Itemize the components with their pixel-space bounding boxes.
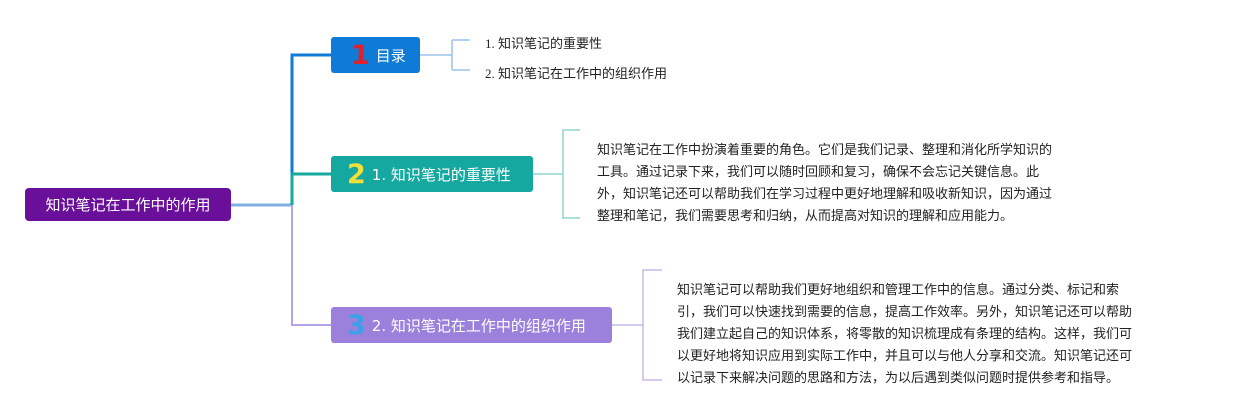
organization-line: 知识笔记可以帮助我们更好地组织和管理工作中的信息。通过分类、标记和索 bbox=[677, 283, 1120, 298]
organization-line: 引，我们可以快速找到需要的信息，提高工作效率。另外，知识笔记还可以帮助 bbox=[677, 305, 1133, 320]
importance-line: 整理和笔记，我们需要思考和归纳，从而提高对知识的理解和应用能力。 bbox=[597, 209, 1014, 224]
branch-importance[interactable]: 2 1. 知识笔记的重要性 bbox=[331, 156, 533, 192]
branch-1-connector bbox=[290, 53, 331, 205]
importance-paragraph[interactable]: 知识笔记在工作中扮演着重要的角色。它们是我们记录、整理和消化所学知识的 工具。通… bbox=[597, 140, 1107, 228]
branch-importance-label: 1. 知识笔记的重要性 bbox=[371, 165, 511, 184]
importance-line: 知识笔记在工作中扮演着重要的角色。它们是我们记录、整理和消化所学知识的 bbox=[597, 143, 1053, 158]
organization-line: 以更好地将知识应用到实际工作中，并且可以与他人分享和交流。知识笔记还可 bbox=[677, 349, 1133, 364]
organization-bracket bbox=[612, 269, 662, 381]
branch-number-1: 1 bbox=[351, 39, 370, 71]
organization-paragraph[interactable]: 知识笔记可以帮助我们更好地组织和管理工作中的信息。通过分类、标记和索 引，我们可… bbox=[677, 280, 1177, 390]
organization-line: 我们建立起自己的知识体系，将零散的知识梳理成有条理的结构。这样，我们可 bbox=[677, 327, 1133, 342]
branch-3-connector bbox=[291, 205, 331, 326]
toc-item-organization[interactable]: 2. 知识笔记在工作中的组织作用 bbox=[485, 66, 668, 81]
root-topic[interactable]: 知识笔记在工作中的作用 bbox=[25, 188, 231, 221]
importance-bracket bbox=[533, 129, 580, 219]
organization-line: 以记录下来解决问题的思路和方法，为以后遇到类似问题时提供参考和指导。 bbox=[677, 371, 1120, 386]
toc-leaf-connector bbox=[420, 39, 470, 71]
branch-number-3: 3 bbox=[347, 309, 366, 341]
branch-organization-label: 2. 知识笔记在工作中的组织作用 bbox=[371, 316, 586, 335]
toc-item-importance[interactable]: 1. 知识笔记的重要性 bbox=[485, 36, 603, 51]
importance-line: 外，知识笔记还可以帮助我们在学习过程中更好地理解和吸收新知识，因为通过 bbox=[597, 187, 1053, 202]
root-topic-label: 知识笔记在工作中的作用 bbox=[45, 196, 211, 214]
branch-number-2: 2 bbox=[347, 158, 366, 190]
branch-2-connector bbox=[290, 172, 331, 205]
branch-organization[interactable]: 3 2. 知识笔记在工作中的组织作用 bbox=[331, 307, 612, 343]
importance-line: 工具。通过记录下来，我们可以随时回顾和复习，确保不会忘记关键信息。此 bbox=[597, 165, 1040, 180]
branch-toc-label: 目录 bbox=[375, 46, 406, 65]
branch-toc[interactable]: 1 目录 bbox=[331, 37, 420, 73]
